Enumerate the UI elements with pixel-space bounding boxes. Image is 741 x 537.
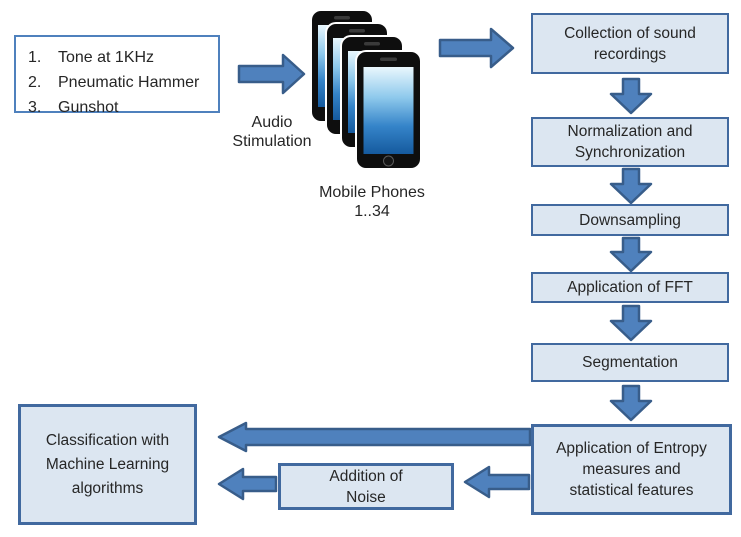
down-arrow-icon [608, 77, 654, 115]
left-arrow-icon [216, 466, 278, 502]
left-arrow-icon [216, 421, 531, 453]
flow-box-collection: Collection of sound recordings [531, 13, 729, 74]
flow-box-normalization: Normalization and Synchronization [531, 117, 729, 167]
list-item-label: Gunshot [58, 99, 119, 116]
audio-stimulation-label: Audio Stimulation [232, 114, 312, 150]
flow-box-segmentation: Segmentation [531, 343, 729, 382]
flow-box-fft: Application of FFT [531, 272, 729, 303]
mobile-phones-label: Mobile Phones 1..34 [319, 184, 425, 220]
down-arrow-icon [608, 236, 654, 273]
down-arrow-icon [608, 384, 654, 422]
list-item-label: Pneumatic Hammer [58, 74, 200, 91]
stimuli-list-box: 1. Tone at 1KHz 2. Pneumatic Hammer 3. G… [14, 35, 220, 116]
list-item-label: Tone at 1KHz [58, 49, 155, 66]
list-item-number: 2. [28, 74, 42, 91]
list-item: 1. Tone at 1KHz [28, 45, 218, 70]
list-item-number: 3. [28, 99, 42, 116]
down-arrow-icon [608, 167, 654, 205]
flow-box-noise: Addition of Noise [278, 463, 454, 510]
mobile-phones-icon [303, 10, 435, 180]
list-item: 3. Gunshot [28, 95, 218, 120]
flow-box-classification: Classification with Machine Learning alg… [18, 404, 197, 525]
right-arrow-icon [438, 25, 516, 71]
list-item: 2. Pneumatic Hammer [28, 70, 218, 95]
list-item-number: 1. [28, 49, 42, 66]
left-arrow-icon [462, 464, 531, 500]
flow-box-entropy: Application of Entropy measures and stat… [531, 424, 732, 515]
flow-box-downsampling: Downsampling [531, 204, 729, 236]
right-arrow-icon [237, 51, 307, 97]
down-arrow-icon [608, 304, 654, 342]
